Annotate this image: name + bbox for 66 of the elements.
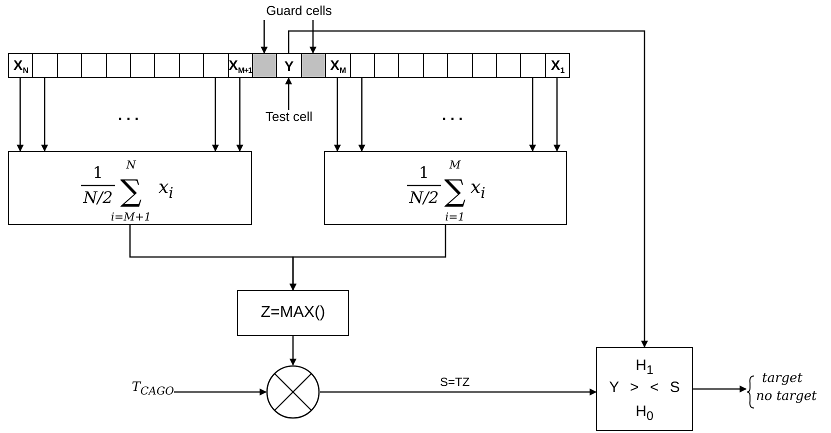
arrow <box>290 336 296 366</box>
arrow <box>16 78 24 152</box>
range-cell: X$_{M}$ <box>325 53 351 78</box>
decision-outcome: target <box>762 372 802 386</box>
range-cell <box>520 53 546 78</box>
range-cell <box>130 53 156 78</box>
arrow <box>236 78 244 152</box>
formula-term: N <box>126 160 136 170</box>
range-cell <box>374 53 400 78</box>
arrow <box>693 386 747 392</box>
range-cell: X$_{N}$ <box>8 53 34 78</box>
formula-term: i=1 <box>445 212 465 222</box>
arrow <box>288 30 648 348</box>
arrow <box>358 78 366 152</box>
formula-term: i=M+1 <box>110 212 152 222</box>
range-cell <box>447 53 473 78</box>
arrow <box>174 388 267 396</box>
hypothesis-label: H$_{0}$ <box>634 404 654 424</box>
arrow <box>290 225 446 291</box>
arrow <box>529 78 536 152</box>
threshold-factor-label: T$_{CAGO}$ <box>120 381 174 403</box>
max-function-box: Z=MAX() <box>237 290 349 336</box>
range-cell <box>106 53 131 78</box>
comparison-text: Y > < S <box>608 380 681 396</box>
arrow <box>212 78 219 152</box>
arrow <box>41 78 48 152</box>
range-cell <box>56 53 82 78</box>
summation-sign: ∑ <box>444 177 466 207</box>
range-cell <box>178 53 204 78</box>
averaging-box <box>324 151 567 225</box>
arrow <box>260 20 268 54</box>
summation-sign: ∑ <box>120 177 142 207</box>
formula-term: 1 <box>92 165 104 181</box>
ellipsis-mark: . . . <box>442 108 463 124</box>
range-cell <box>350 53 375 78</box>
arrow <box>310 20 316 54</box>
hypothesis-label: H$_{1}$ <box>634 358 654 378</box>
formula-term: x$_{i}$ <box>470 179 486 201</box>
guard-cell <box>300 53 326 78</box>
formula-term: 1 <box>418 165 430 181</box>
guard-cells-label: Guard cells <box>258 4 340 18</box>
formula-term: N/2 <box>83 190 113 206</box>
test-cell-label: Test cell <box>258 110 320 124</box>
arrow <box>285 77 292 110</box>
arrow <box>334 78 341 152</box>
range-cell: X$_{1}$ <box>544 53 570 78</box>
range-cell <box>81 53 107 78</box>
decision-box <box>596 347 693 431</box>
range-cell <box>203 53 229 78</box>
averaging-box <box>8 151 252 225</box>
range-cell <box>32 53 58 78</box>
formula-term: M <box>449 160 461 170</box>
edge-label: S=TZ <box>440 376 470 390</box>
ellipsis-mark: . . . <box>118 108 139 124</box>
formula-term: N/2 <box>409 190 439 206</box>
range-cell <box>154 53 180 78</box>
range-cell <box>472 53 497 78</box>
arrow <box>320 388 597 396</box>
range-cell <box>398 53 424 78</box>
guard-cell <box>252 53 278 78</box>
range-cell <box>496 53 522 78</box>
decision-outcome: no target <box>756 390 817 404</box>
multiplier-symbol <box>266 365 320 419</box>
arrow <box>554 78 560 152</box>
formula-term: x$_{i}$ <box>158 179 174 201</box>
range-cell <box>422 53 448 78</box>
